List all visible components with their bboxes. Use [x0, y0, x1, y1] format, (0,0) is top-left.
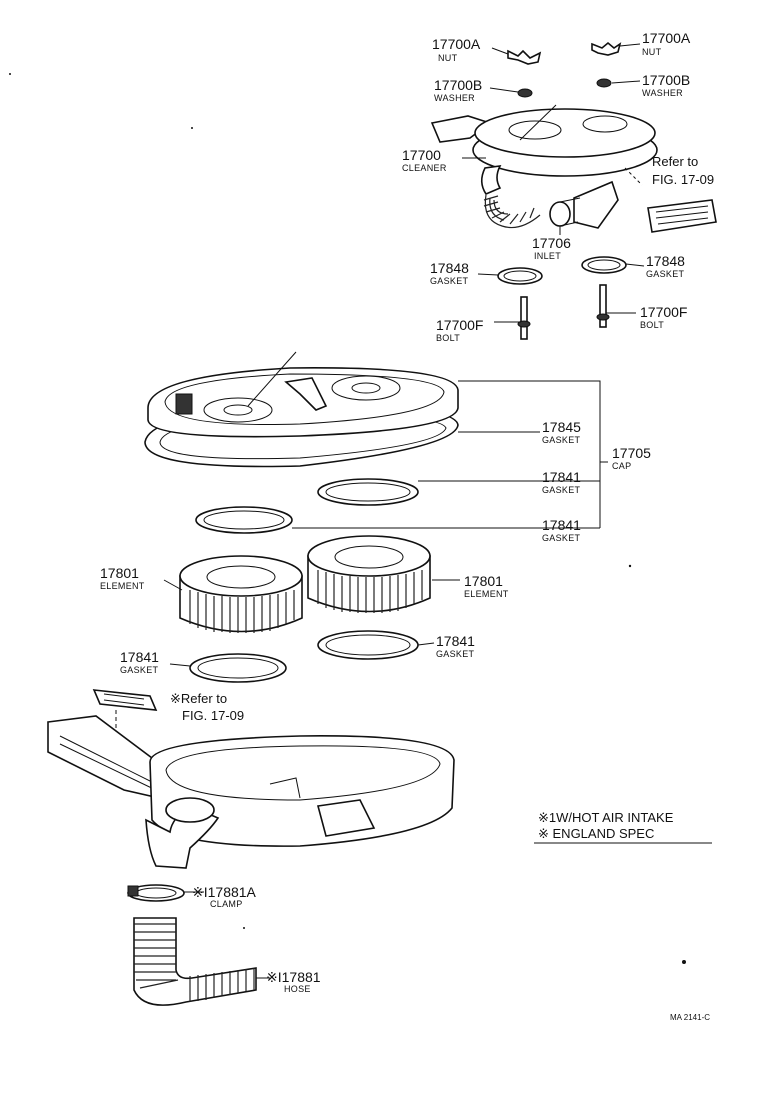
cap-assembly-drawing — [144, 351, 459, 534]
leader-lines-bottom — [184, 842, 712, 979]
filter-element-left-drawing — [179, 555, 303, 633]
label-nut-right-number: 17700A — [642, 30, 691, 46]
leader-lines-middle — [163, 579, 460, 667]
label-gasket-17841-b-name: GASKET — [542, 533, 581, 543]
legend-line1: ※1W/HOT AIR INTAKE — [538, 810, 674, 825]
clamp-drawing — [127, 884, 185, 902]
wing-nut-left-drawing — [507, 49, 542, 65]
label-gasket-17841-a-name: GASKET — [542, 485, 581, 495]
ref-upper-line2: FIG. 17-09 — [652, 172, 714, 187]
label-gasket-17841-b-number: 17841 — [542, 517, 581, 533]
washer-left-drawing — [517, 88, 533, 98]
leader-lines-top — [462, 43, 645, 323]
label-element-left-name: ELEMENT — [100, 581, 145, 591]
label-cleaner-number: 17700 — [402, 147, 441, 163]
bolt-left-drawing — [517, 296, 531, 340]
label-inlet-name: INLET — [534, 251, 561, 261]
label-hose-name: HOSE — [284, 984, 311, 994]
heat-shield-plate-upper — [647, 199, 717, 233]
label-gasket-17848-right-name: GASKET — [646, 269, 685, 279]
label-cap-number: 17705 — [612, 445, 651, 461]
label-element-right-name: ELEMENT — [464, 589, 509, 599]
label-inlet-number: 17706 — [532, 235, 571, 251]
label-hose-number: ※I17881 — [266, 969, 321, 985]
label-element-left-number: 17801 — [100, 565, 139, 581]
cap-bracket-lines — [292, 380, 608, 529]
label-clamp-name: CLAMP — [210, 899, 243, 909]
ref-lower-line1: ※Refer to — [170, 691, 227, 706]
label-gasket-17841-c-number: 17841 — [436, 633, 475, 649]
hose-drawing — [133, 917, 257, 1006]
filter-element-right-drawing — [307, 535, 431, 613]
drawing-code: MA 2141-C — [670, 1013, 710, 1022]
label-washer-right-number: 17700B — [642, 72, 690, 88]
washer-right-drawing — [596, 78, 612, 88]
label-gasket-17841-d-number: 17841 — [120, 649, 159, 665]
label-gasket-17848-right-number: 17848 — [646, 253, 685, 269]
inlet-drawing — [549, 180, 619, 229]
label-washer-left-name: WASHER — [434, 93, 475, 103]
legend-line2: ※ ENGLAND SPEC — [538, 826, 654, 841]
part-labels: 17700A NUT 17700A NUT 17700B WASHER 1770… — [100, 30, 714, 1022]
label-washer-right-name: WASHER — [642, 88, 683, 98]
label-gasket-17841-d-name: GASKET — [120, 665, 159, 675]
label-nut-right-name: NUT — [642, 47, 662, 57]
label-cleaner-name: CLEANER — [402, 163, 447, 173]
top-cleaner-assembly — [430, 41, 717, 340]
label-cap-name: CAP — [612, 461, 631, 471]
ref-lower-line2: FIG. 17-09 — [182, 708, 244, 723]
label-gasket-17841-c-name: GASKET — [436, 649, 475, 659]
label-washer-left-number: 17700B — [434, 77, 482, 93]
label-nut-left-number: 17700A — [432, 36, 481, 52]
label-nut-left-name: NUT — [438, 53, 458, 63]
label-clamp-number: ※I17881A — [192, 884, 257, 900]
label-gasket-17845-name: GASKET — [542, 435, 581, 445]
label-gasket-17841-a-number: 17841 — [542, 469, 581, 485]
wing-nut-right-drawing — [591, 41, 622, 56]
cleaner-body-lower-drawing — [47, 689, 455, 869]
label-bolt-right-name: BOLT — [640, 320, 664, 330]
ref-upper-line1: Refer to — [652, 154, 698, 169]
label-gasket-17845-number: 17845 — [542, 419, 581, 435]
label-bolt-right-number: 17700F — [640, 304, 687, 320]
cleaner-housing-drawing — [430, 104, 658, 229]
label-element-right-number: 17801 — [464, 573, 503, 589]
label-bolt-left-number: 17700F — [436, 317, 483, 333]
label-gasket-17848-left-name: GASKET — [430, 276, 469, 286]
label-gasket-17848-left-number: 17848 — [430, 260, 469, 276]
label-bolt-left-name: BOLT — [436, 333, 460, 343]
bolt-right-drawing — [596, 284, 610, 328]
